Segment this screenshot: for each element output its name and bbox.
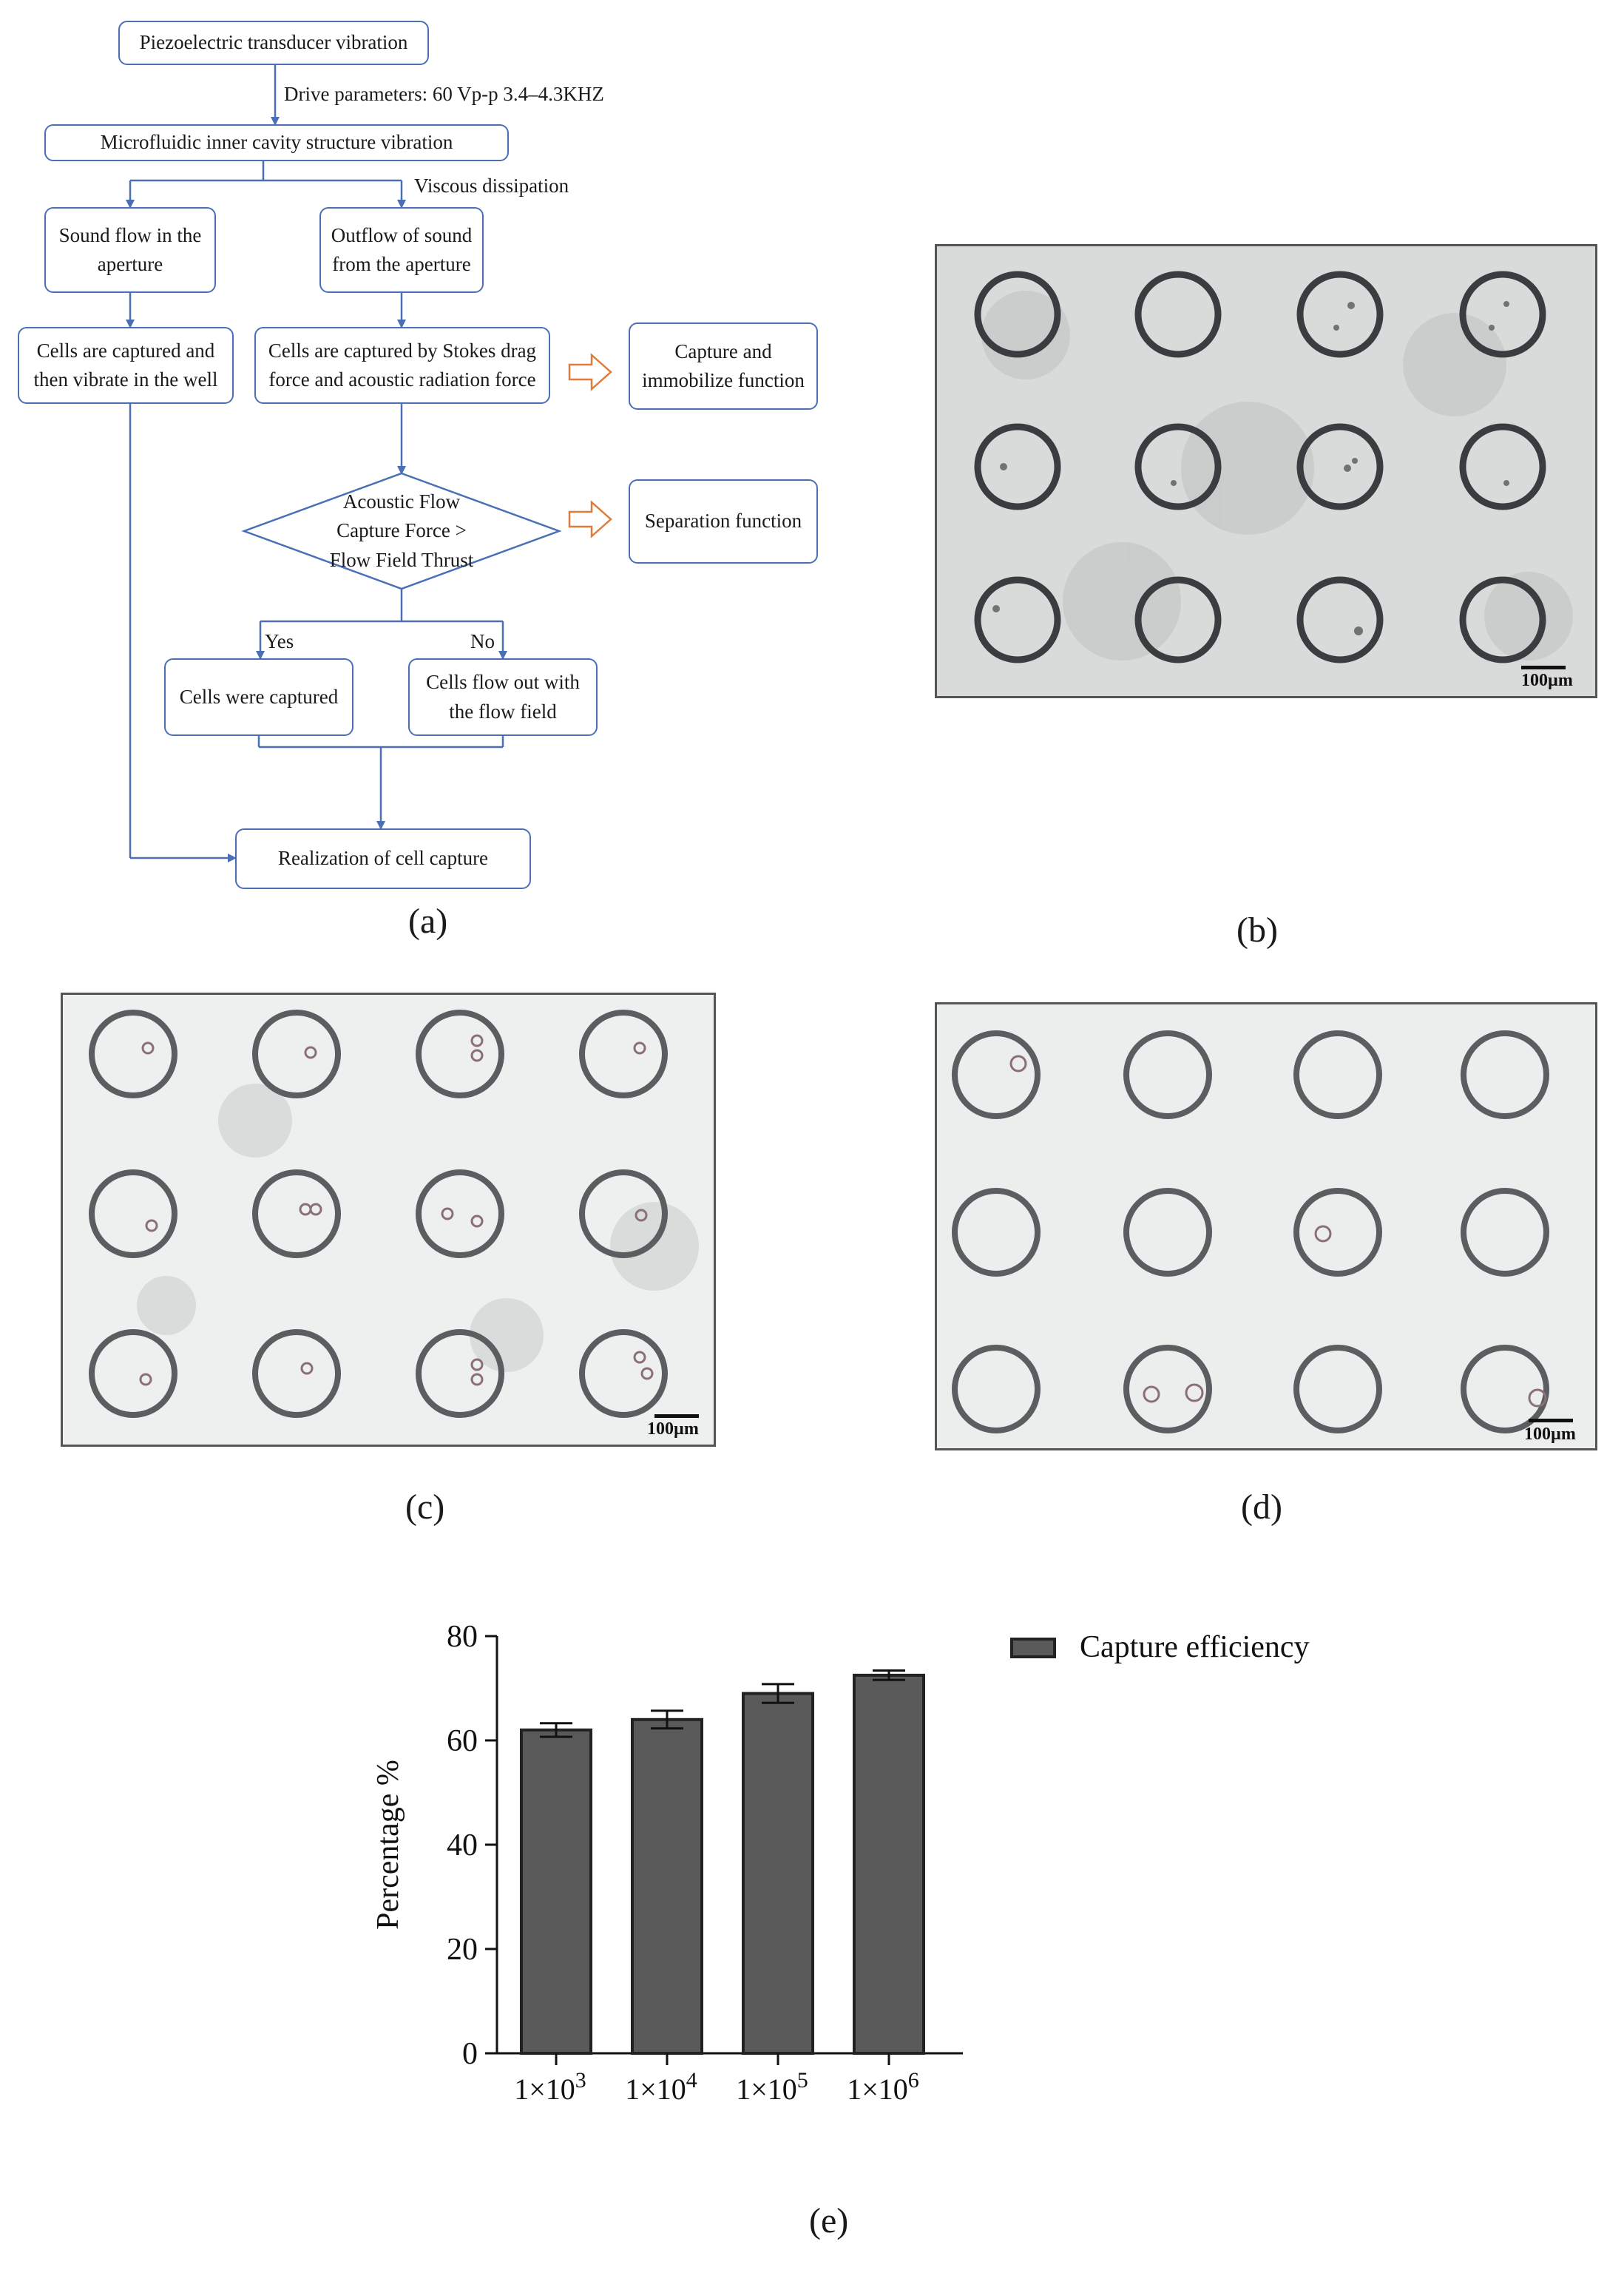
y-tick-label: 20 — [447, 1933, 478, 1967]
scale-label-d: 100µm — [1524, 1425, 1576, 1444]
scalebar-c — [654, 1414, 699, 1418]
bar — [853, 1673, 925, 2055]
orange-arrow-separation — [568, 500, 612, 538]
decision-diamond — [241, 472, 562, 590]
micrograph-d: 100µm — [935, 1002, 1597, 1450]
bar — [631, 1717, 703, 2056]
y-tick-label: 40 — [447, 1828, 478, 1862]
label-viscous-dissipation: Viscous dissipation — [414, 175, 569, 197]
node-cavity-vibration: Microfluidic inner cavity structure vibr… — [44, 124, 509, 161]
x-tick-label: 1×106 — [847, 2068, 919, 2106]
caption-a: (a) — [408, 902, 448, 941]
x-tick-label: 1×103 — [514, 2068, 586, 2106]
node-cells-captured: Cells were captured — [164, 658, 353, 736]
node-cells-flow-out: Cells flow out with the flow field — [408, 658, 598, 736]
flowchart: Piezoelectric transducer vibration Drive… — [0, 0, 850, 962]
y-axis-label: Percentage % — [371, 1760, 405, 1930]
flowchart-connectors — [126, 65, 612, 862]
legend-swatch — [1010, 1638, 1056, 1658]
node-outflow-sound: Outflow of sound from the aperture — [319, 207, 484, 293]
caption-e: (e) — [809, 2201, 849, 2240]
scalebar-b — [1521, 666, 1566, 669]
bar — [520, 1728, 592, 2055]
scalebar-d — [1529, 1419, 1573, 1422]
x-tick-label: 1×105 — [736, 2068, 808, 2106]
label-yes: Yes — [265, 630, 294, 652]
y-tick-label: 80 — [447, 1620, 478, 1654]
micrograph-c-image — [63, 995, 714, 1445]
micrograph-b: 100µm — [935, 244, 1597, 698]
orange-arrow-capture — [568, 353, 612, 391]
node-stokes-drag: Cells are captured by Stokes drag force … — [254, 327, 550, 404]
node-realization: Realization of cell capture — [235, 828, 531, 889]
node-cells-vibrate: Cells are captured and then vibrate in t… — [18, 327, 234, 404]
x-tick-label: 1×104 — [625, 2068, 697, 2106]
node-transducer-vibration: Piezoelectric transducer vibration — [118, 21, 429, 65]
caption-b: (b) — [1236, 911, 1278, 950]
label-no: No — [470, 630, 495, 652]
legend-label: Capture efficiency — [1080, 1630, 1310, 1664]
y-tick-label: 0 — [462, 2037, 478, 2071]
micrograph-d-image — [937, 1004, 1595, 1448]
node-decision-text: Acoustic Flow Capture Force > Flow Field… — [329, 490, 474, 571]
label-drive-parameters: Drive parameters: 60 Vp-p 3.4–4.3KHZ — [284, 83, 604, 105]
scale-label-c: 100µm — [647, 1419, 699, 1439]
node-sound-flow: Sound flow in the aperture — [44, 207, 216, 293]
node-capture-immobilize: Capture and immobilize function — [629, 322, 818, 410]
node-separation: Separation function — [629, 479, 818, 564]
y-tick-label: 60 — [447, 1724, 478, 1758]
micrograph-c: 100µm — [61, 993, 716, 1447]
bar — [742, 1692, 814, 2056]
micrograph-b-image — [937, 246, 1595, 696]
caption-c: (c) — [405, 1487, 445, 1527]
scale-label-b: 100µm — [1521, 671, 1573, 690]
caption-d: (d) — [1241, 1487, 1282, 1527]
